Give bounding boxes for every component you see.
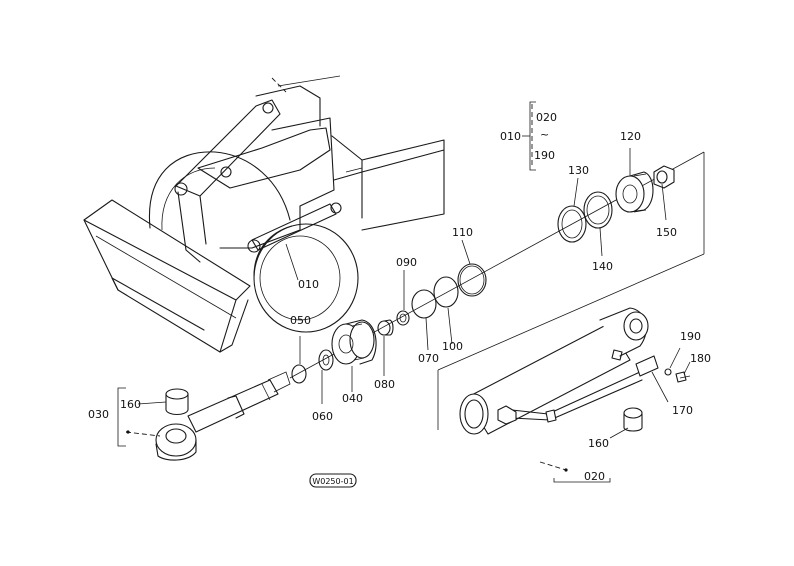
drawing-code-badge: W0250-01 [309,473,357,488]
callout-010-kit: 010 [500,130,521,143]
cylinder-tube [459,307,691,435]
piston-rod [155,371,291,461]
callout-080: 080 [374,378,395,391]
leader-lines [117,101,691,483]
callout-140: 140 [592,260,613,273]
callout-050: 050 [290,314,311,327]
loader-illustration [83,75,445,353]
callout-110: 110 [452,226,473,239]
piston-parts [291,263,487,384]
callout-130: 130 [568,164,589,177]
callout-010-machine: 010 [298,278,319,291]
head-parts [557,165,675,243]
callout-190-top: 190 [534,149,555,162]
callout-160-right: 160 [588,437,609,450]
callout-090: 090 [396,256,417,269]
callout-120: 120 [620,130,641,143]
callout-180: 180 [690,352,711,365]
callout-020-bottom: 020 [584,470,605,483]
callout-160-left: 160 [120,398,141,411]
callout-100: 100 [442,340,463,353]
callout-190-right: 190 [680,330,701,343]
callout-150: 150 [656,226,677,239]
callout-030: 030 [88,408,109,421]
callout-tilde: ~ [540,128,549,141]
callout-040: 040 [342,392,363,405]
callout-070: 070 [418,352,439,365]
callout-labels: 010 010 020 ~ 190 020 030 040 050 060 07… [88,111,711,483]
callout-020-top: 020 [536,111,557,124]
callout-060: 060 [312,410,333,423]
callout-170: 170 [672,404,693,417]
drawing-code: W0250-01 [312,477,353,486]
